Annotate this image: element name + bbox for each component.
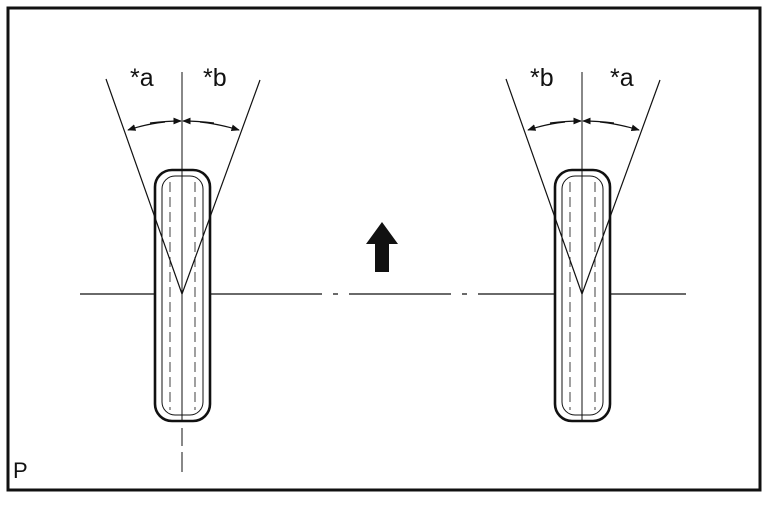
corner-label: P	[13, 458, 28, 483]
left-angle-line-inner	[181, 79, 261, 295]
left-arc-arrow-b-inner	[182, 117, 215, 125]
left-arc-arrow-a-inner	[149, 117, 182, 125]
label-left-b: *b	[203, 64, 227, 92]
label-left-a: *a	[130, 64, 154, 92]
label-right-a: *a	[610, 64, 634, 92]
arrow-up-icon	[366, 222, 398, 272]
right-arc-arrow-b-inner	[549, 117, 582, 125]
left-wheel-group: *a *b	[105, 64, 261, 472]
right-wheel-group: *b *a	[505, 64, 661, 423]
left-angle-line-outer	[105, 78, 183, 295]
label-right-b: *b	[530, 64, 554, 92]
right-angle-line-inner	[581, 79, 661, 295]
right-arc-arrow-a-inner	[582, 117, 615, 125]
right-angle-line-outer	[505, 78, 583, 295]
